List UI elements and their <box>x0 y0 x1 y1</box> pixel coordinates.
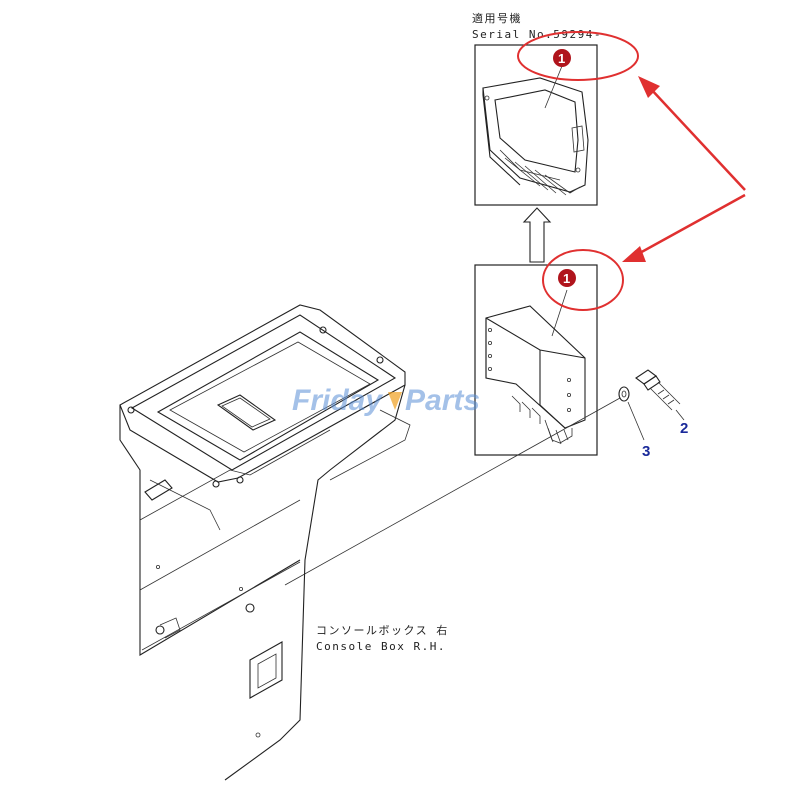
svg-text:1: 1 <box>558 51 565 66</box>
callout-2: 2 <box>680 420 688 437</box>
serial-label-jp: 適用号機 <box>472 11 522 25</box>
fridayparts-watermark: Friday Parts <box>292 384 480 417</box>
console-box-drawing <box>119 304 411 781</box>
svg-text:1: 1 <box>563 271 570 286</box>
controller-new-drawing <box>482 77 589 196</box>
upper-detail-box <box>474 44 598 206</box>
serial-label-en: Serial No.59294- <box>472 28 602 41</box>
red-pointer-arrows <box>622 76 746 262</box>
highlight-ellipse-upper <box>517 31 639 81</box>
washer-part-3 <box>618 386 645 441</box>
mounting-leader-line <box>284 397 621 586</box>
highlight-ellipse-lower <box>542 249 624 311</box>
controller-old-drawing <box>485 305 586 445</box>
svg-text:Friday: Friday <box>292 384 383 417</box>
svg-text:Parts: Parts <box>405 384 480 417</box>
bolt-part-2 <box>635 369 685 421</box>
lower-detail-box <box>474 264 598 456</box>
console-label-jp: コンソールボックス 右 <box>316 623 449 637</box>
console-label-en: Console Box R.H. <box>316 640 446 653</box>
upgrade-arrow <box>522 207 552 263</box>
part-1-badge-upper: 1 <box>553 49 571 67</box>
callout-3: 3 <box>642 443 650 460</box>
part-1-badge-lower: 1 <box>558 269 576 287</box>
